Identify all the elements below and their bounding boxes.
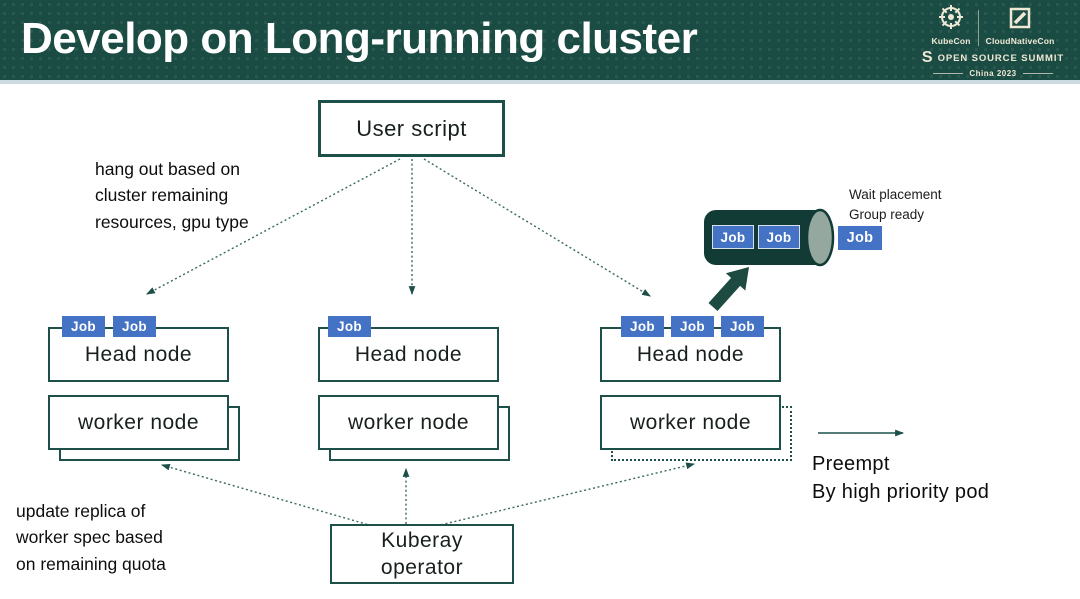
cluster1-job-badge: Job [113,316,156,337]
kuberay-operator-box: Kuberay operator [330,524,514,584]
logo-divider [977,10,979,46]
arrow-operator-to-worker3 [431,462,696,528]
arrow-user-to-cluster3 [423,158,651,297]
summit-label: OPEN SOURCE SUMMIT [937,52,1065,64]
summit-s-icon: S [921,49,933,66]
kubecon-helm-icon [938,4,964,35]
note-hang-out: hang out based on cluster remaining reso… [95,159,249,232]
location-dash-right [1022,73,1053,74]
arrow-operator-to-worker1 [160,463,377,528]
queued-job-badge: Job [712,225,754,249]
summit-location: China 2023 [918,69,1068,78]
conference-logos: KubeCon CloudNativeCon S OPEN SOURCE SUM… [918,4,1068,78]
cloudnativecon-label: CloudNativeCon [985,36,1055,46]
cluster2-worker-node-box: worker node [318,395,499,450]
cluster1-worker-node-box: worker node [48,395,229,450]
cluster3-job-badge: Job [671,316,714,337]
note-update-replica: update replica of worker spec based on r… [16,501,166,574]
header-bar: Develop on Long-running cluster [0,0,1080,84]
cluster1-job-badge: Job [62,316,105,337]
note-preempt: Preempt By high priority pod [812,453,990,503]
location-label: China 2023 [969,69,1017,78]
queued-job-badge: Job [758,225,800,249]
location-dash-left [933,73,964,74]
note-wait-placement: Wait placement Group ready [849,187,942,222]
cluster3-job-badge: Job [721,316,764,337]
kubecon-logo: KubeCon [931,4,970,46]
cloudnativecon-icon [1008,6,1032,35]
open-source-summit-logo: S OPEN SOURCE SUMMIT [918,50,1068,66]
waiting-job-badge: Job [838,226,882,250]
cloudnativecon-logo: CloudNativeCon [986,6,1055,46]
kubecon-label: KubeCon [931,36,971,46]
user-script-box: User script [318,100,505,157]
logo-row-kubecon-cloudnativecon: KubeCon CloudNativeCon [918,4,1068,46]
cluster3-worker-node-box: worker node [600,395,781,450]
cluster3-job-badge: Job [621,316,664,337]
cluster2-job-badge: Job [328,316,371,337]
page-title: Develop on Long-running cluster [21,14,698,63]
arrow-to-placement-queue [708,267,749,311]
